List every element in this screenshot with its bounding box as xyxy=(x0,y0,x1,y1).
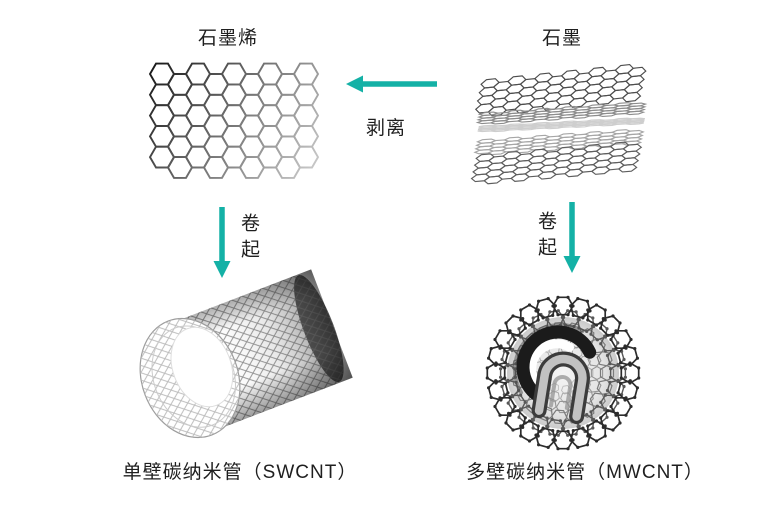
mwcnt-title: 多壁碳纳米管（MWCNT） xyxy=(466,462,704,483)
graphene-lattice-illustration xyxy=(150,64,318,178)
rollup-left-label: 卷起 xyxy=(238,213,259,265)
graphite-stack-illustration xyxy=(470,63,648,186)
mwcnt-illustration xyxy=(485,295,641,451)
rollup-arrow-left xyxy=(213,207,231,278)
rollup-arrow-right xyxy=(563,202,581,273)
graphite-title: 石墨 xyxy=(541,28,582,49)
rollup-right-label: 卷起 xyxy=(535,211,556,263)
exfoliate-arrow-label: 剥离 xyxy=(365,118,406,139)
graphene-title: 石墨烯 xyxy=(197,28,258,49)
swcnt-illustration xyxy=(139,269,353,439)
swcnt-title: 单壁碳纳米管（SWCNT） xyxy=(122,462,358,483)
exfoliate-arrow xyxy=(346,75,437,93)
